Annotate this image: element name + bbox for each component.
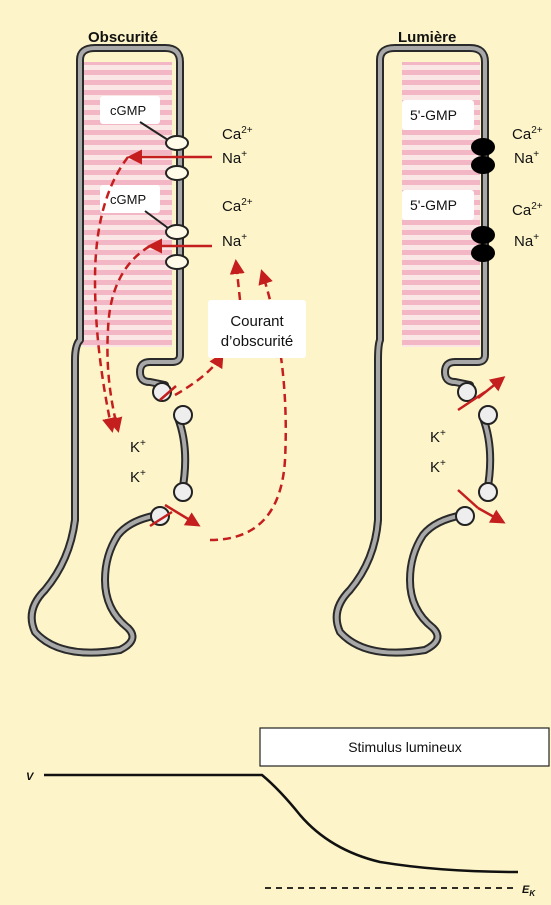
- light-gmp-label-2: 5'-GMP: [410, 197, 457, 213]
- dark-na-label-2: Na+: [222, 232, 247, 250]
- dark-ca-label-1: Ca2+: [222, 125, 253, 143]
- light-k-channel-3: [479, 483, 497, 501]
- light-channel-closed-2: [471, 156, 495, 174]
- dark-cgmp-label-1: cGMP: [110, 103, 146, 118]
- dark-k-label-1: K+: [130, 438, 146, 456]
- light-k-efflux-arrow-2: [478, 508, 503, 522]
- voltage-graph: Stimulus lumineux V EK: [26, 728, 549, 898]
- ek-label: EK: [522, 884, 536, 898]
- dark-k-label-2: K+: [130, 468, 146, 486]
- light-k-label-1: K+: [430, 428, 446, 446]
- dark-current-arrow-4: [236, 262, 240, 300]
- dark-panel: [32, 48, 306, 653]
- light-title: Lumière: [398, 29, 456, 46]
- dark-current-label-1: Courant: [230, 313, 284, 330]
- dark-na-label-1: Na+: [222, 149, 247, 167]
- dark-title: Obscurité: [88, 29, 158, 46]
- voltage-trace: [44, 775, 518, 872]
- light-gmp-label-1: 5'-GMP: [410, 107, 457, 123]
- light-channel-closed-4: [471, 244, 495, 262]
- light-na-label-1: Na+: [514, 149, 539, 167]
- dark-k-channel-2: [174, 406, 192, 424]
- light-k-channel-4: [456, 507, 474, 525]
- light-k-label-2: K+: [430, 458, 446, 476]
- light-ca-label-2: Ca2+: [512, 201, 543, 219]
- light-ca-label-1: Ca2+: [512, 125, 543, 143]
- dark-channel-open-2: [166, 166, 188, 180]
- light-k-channel-2: [479, 406, 497, 424]
- light-channel-closed-3: [471, 226, 495, 244]
- dark-cgmp-label-2: cGMP: [110, 192, 146, 207]
- dark-k-channel-3: [174, 483, 192, 501]
- dark-ca-label-2: Ca2+: [222, 197, 253, 215]
- dark-k-efflux-arrow: [165, 505, 198, 525]
- dark-channel-open-4: [166, 255, 188, 269]
- dark-channel-open-3: [166, 225, 188, 239]
- dark-current-label-2: d’obscurité: [221, 333, 294, 350]
- dark-channel-open-1: [166, 136, 188, 150]
- light-na-label-2: Na+: [514, 232, 539, 250]
- light-panel: [337, 48, 503, 653]
- light-channel-closed-1: [471, 138, 495, 156]
- stimulus-label: Stimulus lumineux: [348, 739, 462, 755]
- v-label: V: [26, 771, 35, 783]
